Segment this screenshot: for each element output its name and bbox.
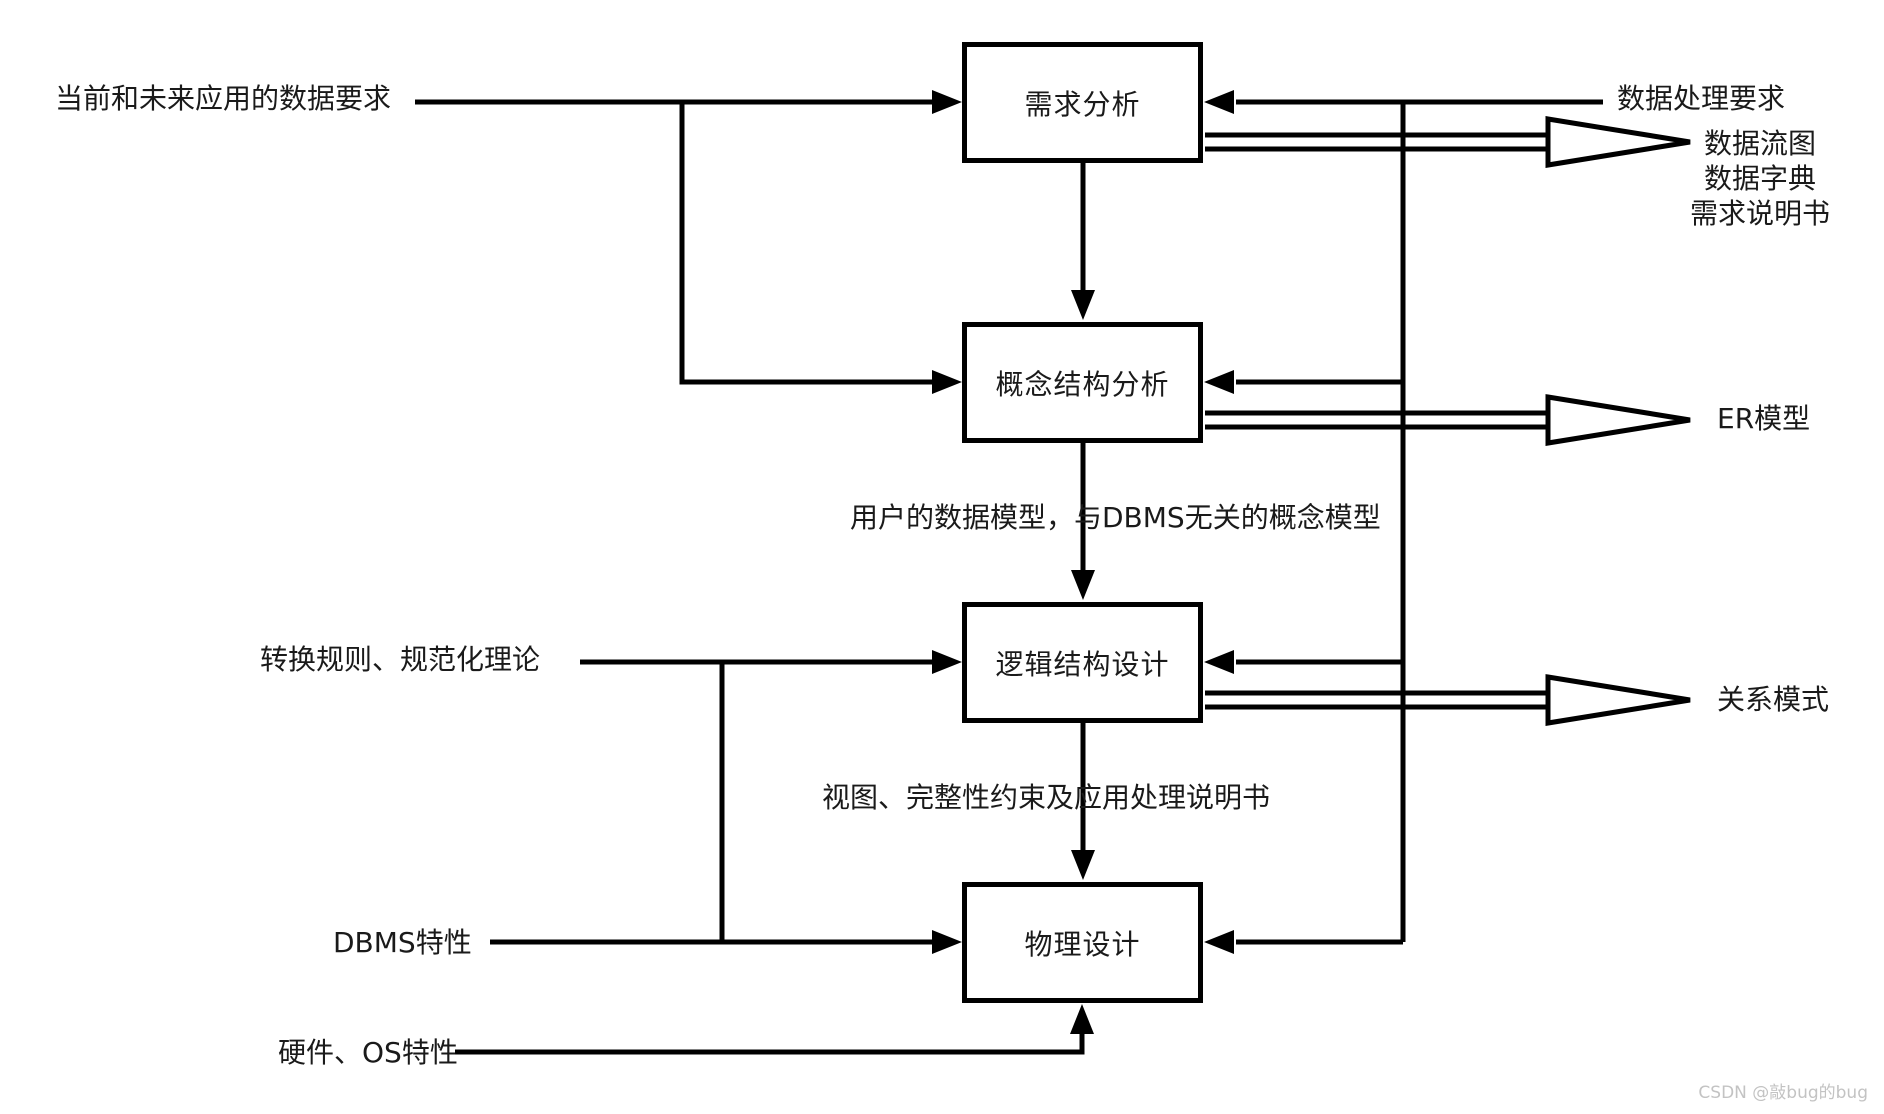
- hollow-arrow-shaft-requirements-docs: [1205, 132, 1552, 152]
- output-line-data-flow-diagram: 数据流图: [1703, 127, 1816, 160]
- input-label-dbms-features: DBMS特性: [333, 926, 472, 959]
- hollow-arrowhead-icon: [1545, 674, 1691, 726]
- arrowhead-icon: [932, 370, 962, 394]
- input-label-current-future-data-requirements: 当前和未来应用的数据要求: [55, 82, 392, 115]
- output-label-requirements-docs: 数据流图 数据字典 需求说明书: [1672, 126, 1848, 231]
- solid-arrowheads: [932, 90, 1234, 1034]
- arrowhead-icon: [1071, 290, 1095, 320]
- output-label-relational-schema: 关系模式: [1717, 683, 1830, 716]
- arrowhead-icon: [932, 930, 962, 954]
- connector-hardware-os-to-physical: [455, 1030, 1085, 1055]
- arrowhead-icon: [1070, 1004, 1094, 1034]
- box-logical-structure-design: 逻辑结构设计: [962, 602, 1203, 723]
- hollow-arrowhead-icon: [1545, 394, 1691, 446]
- output-line-requirements-spec: 需求说明书: [1689, 197, 1830, 230]
- box-conceptual-structure-analysis: 概念结构分析: [962, 322, 1203, 443]
- solid-connectors: [415, 99, 1603, 1055]
- hollow-arrow-shaft-er-model: [1205, 410, 1552, 430]
- arrowhead-icon: [1204, 370, 1234, 394]
- input-label-hardware-os-features: 硬件、OS特性: [278, 1036, 458, 1069]
- csdn-watermark: CSDN @敲bug的bug: [1698, 1083, 1868, 1103]
- output-line-data-dictionary: 数据字典: [1703, 162, 1816, 195]
- hollow-output-arrows: [1205, 116, 1691, 726]
- box-requirements-analysis-label: 需求分析: [1024, 87, 1141, 121]
- input-label-data-processing-requirements: 数据处理要求: [1617, 82, 1786, 115]
- box-requirements-analysis: 需求分析: [962, 42, 1203, 163]
- connector-branch-to-conceptual: [679, 102, 934, 385]
- arrowhead-icon: [1071, 850, 1095, 880]
- annotation-user-data-model: 用户的数据模型，与DBMS无关的概念模型: [850, 501, 1381, 534]
- hollow-arrowhead-icon: [1545, 116, 1691, 168]
- arrowhead-icon: [932, 90, 962, 114]
- arrowhead-icon: [1204, 650, 1234, 674]
- hollow-arrow-shaft-relational-schema: [1205, 690, 1552, 710]
- box-logical-structure-design-label: 逻辑结构设计: [995, 647, 1170, 681]
- output-label-er-model: ER模型: [1717, 402, 1811, 435]
- box-conceptual-structure-analysis-label: 概念结构分析: [995, 367, 1170, 401]
- arrowhead-icon: [1204, 90, 1234, 114]
- arrowhead-icon: [1071, 570, 1095, 600]
- arrowhead-icon: [1204, 930, 1234, 954]
- box-physical-design-label: 物理设计: [1024, 927, 1141, 961]
- annotation-views-integrity-constraints: 视图、完整性约束及应用处理说明书: [822, 781, 1271, 814]
- input-label-conversion-rules-normalization: 转换规则、规范化理论: [260, 643, 541, 676]
- arrowhead-icon: [932, 650, 962, 674]
- box-physical-design: 物理设计: [962, 882, 1203, 1003]
